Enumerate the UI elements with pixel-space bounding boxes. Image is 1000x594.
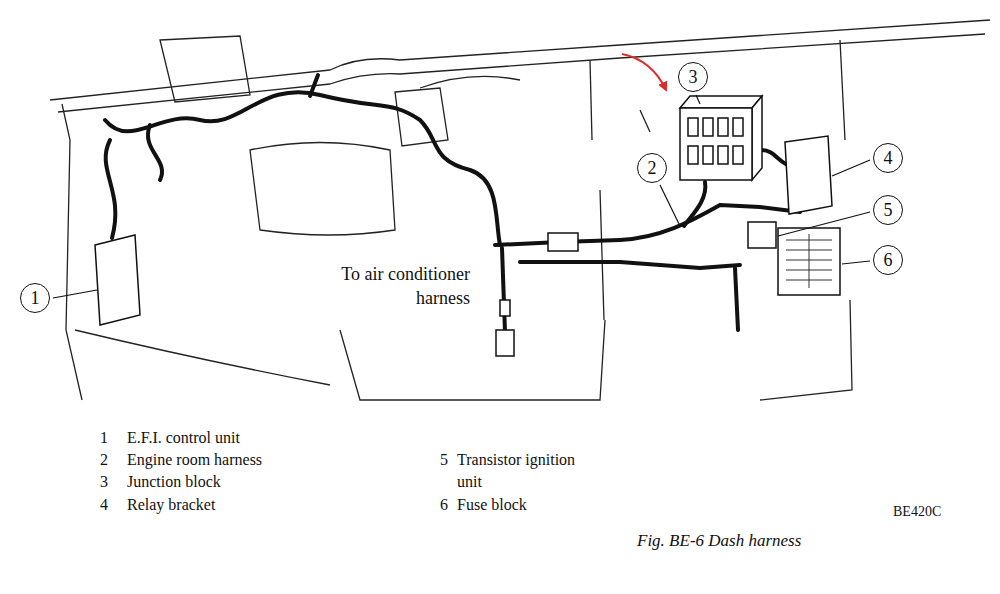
- red-pointer-arrow: [622, 54, 666, 90]
- legend-number: 5: [440, 451, 448, 468]
- frame-rod: [640, 110, 650, 132]
- fuse-rows: [786, 234, 832, 288]
- leader-line: [660, 185, 680, 226]
- harness-wire: [684, 182, 705, 226]
- fuse-slot: [733, 118, 743, 136]
- legend-text: Fuse block: [457, 496, 527, 513]
- legend-number: 5: [440, 449, 448, 471]
- harness-wire: [735, 268, 738, 330]
- harness-note: To air conditioner harness: [341, 264, 470, 308]
- legend-number: 6: [440, 494, 448, 516]
- junction-block: [752, 96, 762, 180]
- legend-text: Relay bracket: [127, 496, 215, 513]
- callout-number: 6: [884, 251, 893, 269]
- legend-text: Transistor ignition unit: [457, 451, 575, 490]
- connector: [500, 300, 510, 316]
- legend-text: E.F.I. control unit: [127, 429, 240, 446]
- legend-number: 4: [100, 494, 108, 516]
- figure-caption: Fig. BE-6 Dash harness: [637, 530, 801, 552]
- legend-number: 2: [100, 449, 108, 471]
- figure-code: BE420C: [893, 504, 941, 519]
- leader-line: [842, 261, 870, 264]
- relay-bracket: [785, 136, 832, 214]
- harness-wire: [148, 125, 162, 180]
- legend-number: 1: [100, 427, 108, 449]
- junction-block: [680, 96, 762, 108]
- callout-circle: 6: [873, 245, 903, 275]
- dash-top-edge: [58, 34, 985, 112]
- fuse-slot: [703, 146, 713, 164]
- fuse-block: [778, 228, 840, 295]
- fuse-slot: [718, 118, 728, 136]
- fuse-slot: [703, 118, 713, 136]
- legend-text: Engine room harness: [127, 451, 262, 468]
- right-wall: [840, 40, 845, 140]
- callout-number: 1: [31, 289, 40, 307]
- harness-wire: [502, 248, 505, 332]
- leader-line: [778, 212, 870, 236]
- connector: [548, 233, 578, 251]
- harness-note: To air conditioner harness: [300, 262, 470, 311]
- harness-wire: [520, 262, 740, 268]
- center-duct: [395, 88, 448, 146]
- legend-text: Engine room harness: [127, 449, 262, 471]
- fuse-slot: [733, 146, 743, 164]
- leader-line: [53, 290, 97, 298]
- fuse-slot: [718, 146, 728, 164]
- duct-pipe: [420, 76, 520, 88]
- legend-text: Junction block: [127, 471, 221, 493]
- figure-code: BE420C: [893, 503, 941, 522]
- legend-text: Relay bracket: [127, 494, 215, 516]
- legend-number: 1: [100, 429, 108, 446]
- callout-circle: 2: [637, 153, 667, 183]
- legend-number: 3: [100, 473, 108, 490]
- callout-circle: 5: [873, 195, 903, 225]
- harness-wire: [310, 75, 318, 96]
- legend-number: 6: [440, 496, 448, 513]
- dash-top-edge: [50, 20, 990, 100]
- legend-text: Fuse block: [457, 494, 527, 516]
- figure-caption: Fig. BE-6 Dash harness: [637, 531, 801, 550]
- vent-duct: [160, 36, 250, 102]
- callout-number: 3: [689, 68, 698, 86]
- transistor-ignition-unit: [748, 222, 776, 248]
- legend-text: Transistor ignition unit: [457, 449, 597, 492]
- legend-number: 3: [100, 471, 108, 493]
- frame-rod: [590, 60, 592, 140]
- connector-plug: [496, 330, 514, 356]
- harness-parts: [95, 96, 840, 356]
- lower-dash-edge: [75, 330, 330, 385]
- legend-text: Junction block: [127, 473, 221, 490]
- fuse-slot: [688, 118, 698, 136]
- harness-wire: [106, 140, 116, 238]
- fuse-block-grid: [786, 234, 832, 288]
- callout-circle: 4: [873, 143, 903, 173]
- frame-rod: [600, 190, 604, 320]
- junction-block: [680, 108, 752, 180]
- legend-number: 4: [100, 496, 108, 513]
- callout-number: 2: [648, 159, 657, 177]
- right-wall: [760, 300, 852, 400]
- harness-wire: [105, 92, 500, 245]
- leader-line: [832, 160, 870, 176]
- console-outline: [340, 320, 605, 400]
- callout-number: 4: [884, 149, 893, 167]
- callout-circle: 1: [20, 283, 50, 313]
- legend-number: 2: [100, 451, 108, 468]
- dash-panel-outline: [50, 20, 990, 400]
- dash-harness: [105, 75, 800, 332]
- callout-number: 5: [884, 201, 893, 219]
- cluster-opening: [250, 143, 395, 236]
- legend-text: E.F.I. control unit: [127, 427, 240, 449]
- callout-circle: 3: [678, 62, 708, 92]
- left-wall: [62, 104, 82, 400]
- fuse-slot: [688, 146, 698, 164]
- efi-control-unit: [95, 235, 140, 325]
- leader-line: [696, 95, 700, 104]
